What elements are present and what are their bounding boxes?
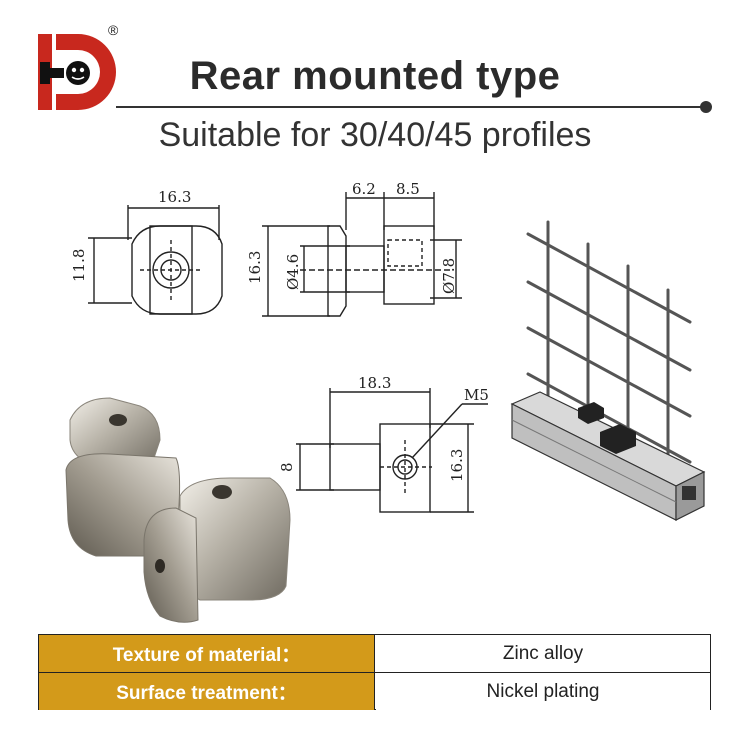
brand-logo <box>38 32 118 112</box>
top-right-height-label: 16.3 <box>448 449 466 482</box>
front-width-label: 16.3 <box>158 188 191 206</box>
page-subtitle: Suitable for 30/40/45 profiles <box>158 116 592 154</box>
spec-label-surface: Surface treatment： <box>39 673 375 710</box>
top-view-drawing <box>296 388 488 513</box>
spec-row: Surface treatment： Nickel plating <box>39 673 710 710</box>
nut-photo-icon <box>65 397 291 623</box>
side-small-dia-label: Ø4.6 <box>284 254 302 290</box>
front-height-label: 11.8 <box>70 249 88 282</box>
spec-table: Texture of material： Zinc alloy Surface … <box>38 634 711 710</box>
spec-row: Texture of material： Zinc alloy <box>39 635 710 673</box>
side-large-dia-label: Ø7.8 <box>440 258 458 294</box>
side-dim-b-label: 8.5 <box>396 180 420 198</box>
spec-value-material: Zinc alloy <box>376 635 710 672</box>
title-divider-dot <box>700 101 712 113</box>
spec-label-material: Texture of material： <box>39 635 375 672</box>
top-length-label: 18.3 <box>358 374 391 392</box>
top-left-height-label: 8 <box>278 462 296 472</box>
mesh-panel-icon <box>510 220 706 521</box>
title-divider <box>116 106 706 108</box>
page-title: Rear mounted type <box>189 54 561 98</box>
top-thread-label: M5 <box>464 386 489 404</box>
spec-value-surface: Nickel plating <box>376 673 710 710</box>
side-view-drawing <box>262 192 462 317</box>
side-height-label: 16.3 <box>246 251 264 284</box>
side-dim-a-label: 6.2 <box>352 180 376 198</box>
hd-logo-icon <box>38 34 116 110</box>
registered-mark: ® <box>108 22 119 38</box>
front-view-drawing <box>88 205 223 315</box>
